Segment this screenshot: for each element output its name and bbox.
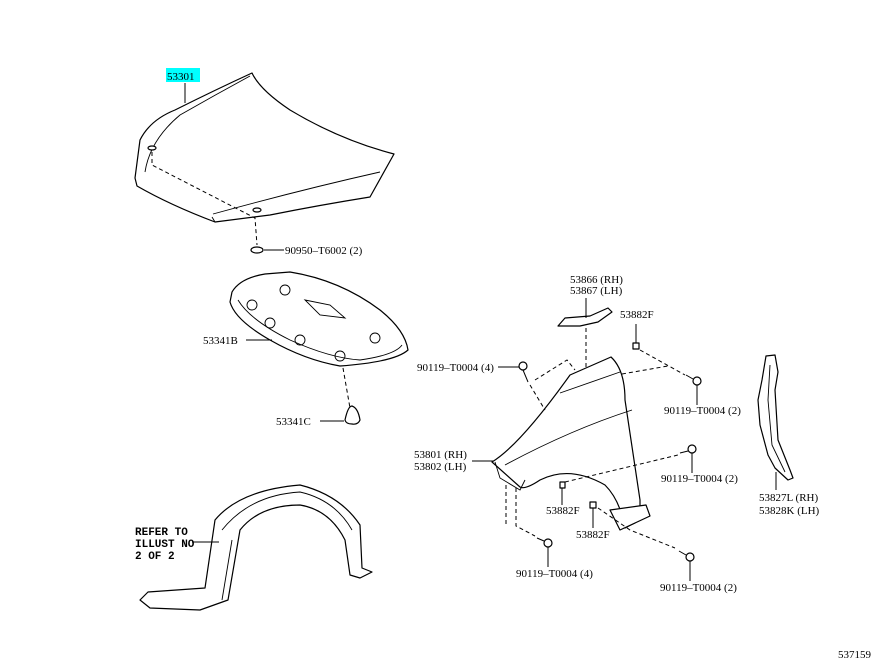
- hood-label-highlight: [166, 68, 200, 82]
- fender-part[interactable]: [491, 356, 651, 531]
- bolt-left-top-label[interactable]: 90119–T0004 (4): [417, 362, 494, 374]
- bolt-icon[interactable]: [679, 444, 697, 454]
- bolt-right-top-label[interactable]: 90119–T0004 (2): [664, 405, 741, 417]
- fender-seal-part[interactable]: [757, 354, 794, 481]
- nut-top-label[interactable]: 53882F: [620, 309, 654, 321]
- seal-rh-label[interactable]: 53827L (RH): [759, 492, 819, 504]
- hood-part-label[interactable]: 53301: [167, 71, 195, 83]
- clip-nut-icon[interactable]: [589, 501, 597, 509]
- hood-plug-label[interactable]: 90950–T6002 (2): [285, 245, 363, 257]
- fender-lh-label[interactable]: 53802 (LH): [414, 461, 467, 473]
- refer-note-line-1: REFER TO: [135, 527, 188, 539]
- clip-nut-icon[interactable]: [632, 342, 640, 350]
- fender-bracket-part[interactable]: [557, 307, 613, 327]
- fender-liner-part[interactable]: [139, 484, 373, 611]
- hood-hole-icon: [252, 207, 262, 213]
- refer-note-line-2: ILLUST NO: [135, 539, 195, 551]
- bracket-lh-label[interactable]: 53867 (LH): [570, 285, 623, 297]
- illustration-number: 537159: [838, 649, 872, 661]
- bolt-icon[interactable]: [536, 537, 553, 548]
- hood-part[interactable]: [134, 72, 395, 223]
- seal-lh-label[interactable]: 53828K (LH): [759, 505, 820, 517]
- insulator-clip-label[interactable]: 53341C: [276, 416, 311, 428]
- hood-insulator-part[interactable]: [229, 271, 409, 367]
- hood-hole-icon: [147, 145, 157, 151]
- fender-rh-label[interactable]: 53801 (RH): [414, 449, 467, 461]
- nut-mid-label[interactable]: 53882F: [546, 505, 580, 517]
- bolt-icon[interactable]: [678, 550, 695, 562]
- bolt-bottom-left-label[interactable]: 90119–T0004 (4): [516, 568, 593, 580]
- clip-nut-icon[interactable]: [559, 481, 566, 489]
- refer-note-line-3: 2 OF 2: [135, 551, 175, 563]
- bracket-rh-label[interactable]: 53866 (RH): [570, 274, 623, 286]
- bolt-bottom-right-label[interactable]: 90119–T0004 (2): [660, 582, 737, 594]
- insulator-clip-part[interactable]: [344, 405, 361, 425]
- bolt-icon[interactable]: [518, 361, 529, 383]
- hood-insulator-label[interactable]: 53341B: [203, 335, 238, 347]
- nut-low-label[interactable]: 53882F: [576, 529, 610, 541]
- hood-plug-part[interactable]: [250, 246, 264, 254]
- bolt-icon[interactable]: [685, 374, 702, 386]
- bolt-right-mid-label[interactable]: 90119–T0004 (2): [661, 473, 738, 485]
